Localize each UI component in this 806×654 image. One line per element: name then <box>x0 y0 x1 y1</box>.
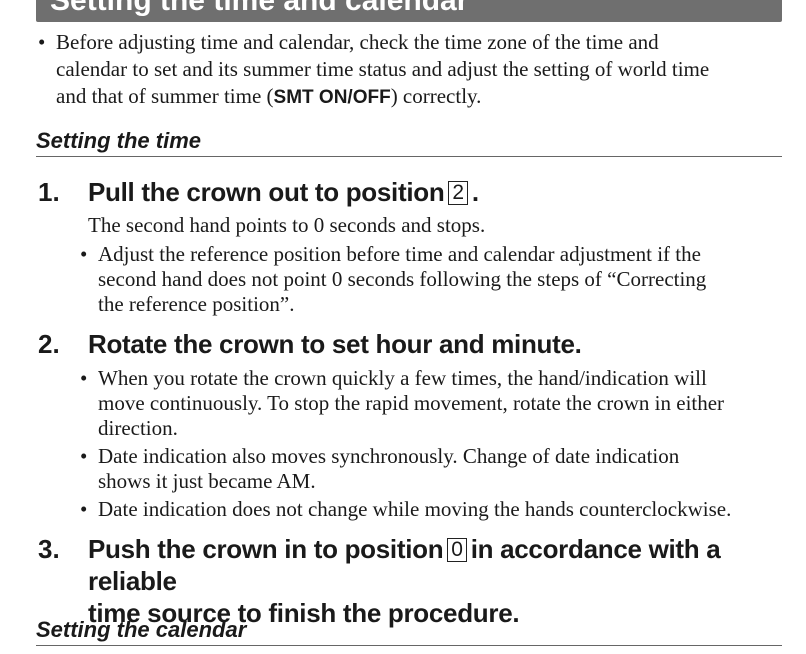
intro-line-1: Before adjusting time and calendar, chec… <box>56 30 659 54</box>
subheading-rule <box>36 645 782 646</box>
section-header-bar: Setting the time and calendar <box>36 0 782 22</box>
step-2-title: Rotate the crown to set hour and minute. <box>88 329 582 359</box>
bullet-marker: • <box>38 30 46 54</box>
intro-line-3: and that of summer time (SMT ON/OFF) cor… <box>56 84 482 108</box>
position-box-2: 2 <box>448 181 468 205</box>
subheading-rule <box>36 156 782 157</box>
subheading-setting-calendar: Setting the calendar <box>36 617 247 642</box>
smt-setting-label: SMT ON/OFF <box>273 87 391 108</box>
step-2-number: 2. <box>38 329 60 359</box>
step-1-note: The second hand points to 0 seconds and … <box>88 213 486 237</box>
intro-line-2: calendar to set and its summer time stat… <box>56 57 710 81</box>
step-1-number: 1. <box>38 177 60 207</box>
subheading-setting-time: Setting the time <box>36 128 202 153</box>
step-3-number: 3. <box>38 534 60 564</box>
position-box-0: 0 <box>447 538 467 562</box>
section-title: Setting the time and calendar <box>50 0 469 17</box>
